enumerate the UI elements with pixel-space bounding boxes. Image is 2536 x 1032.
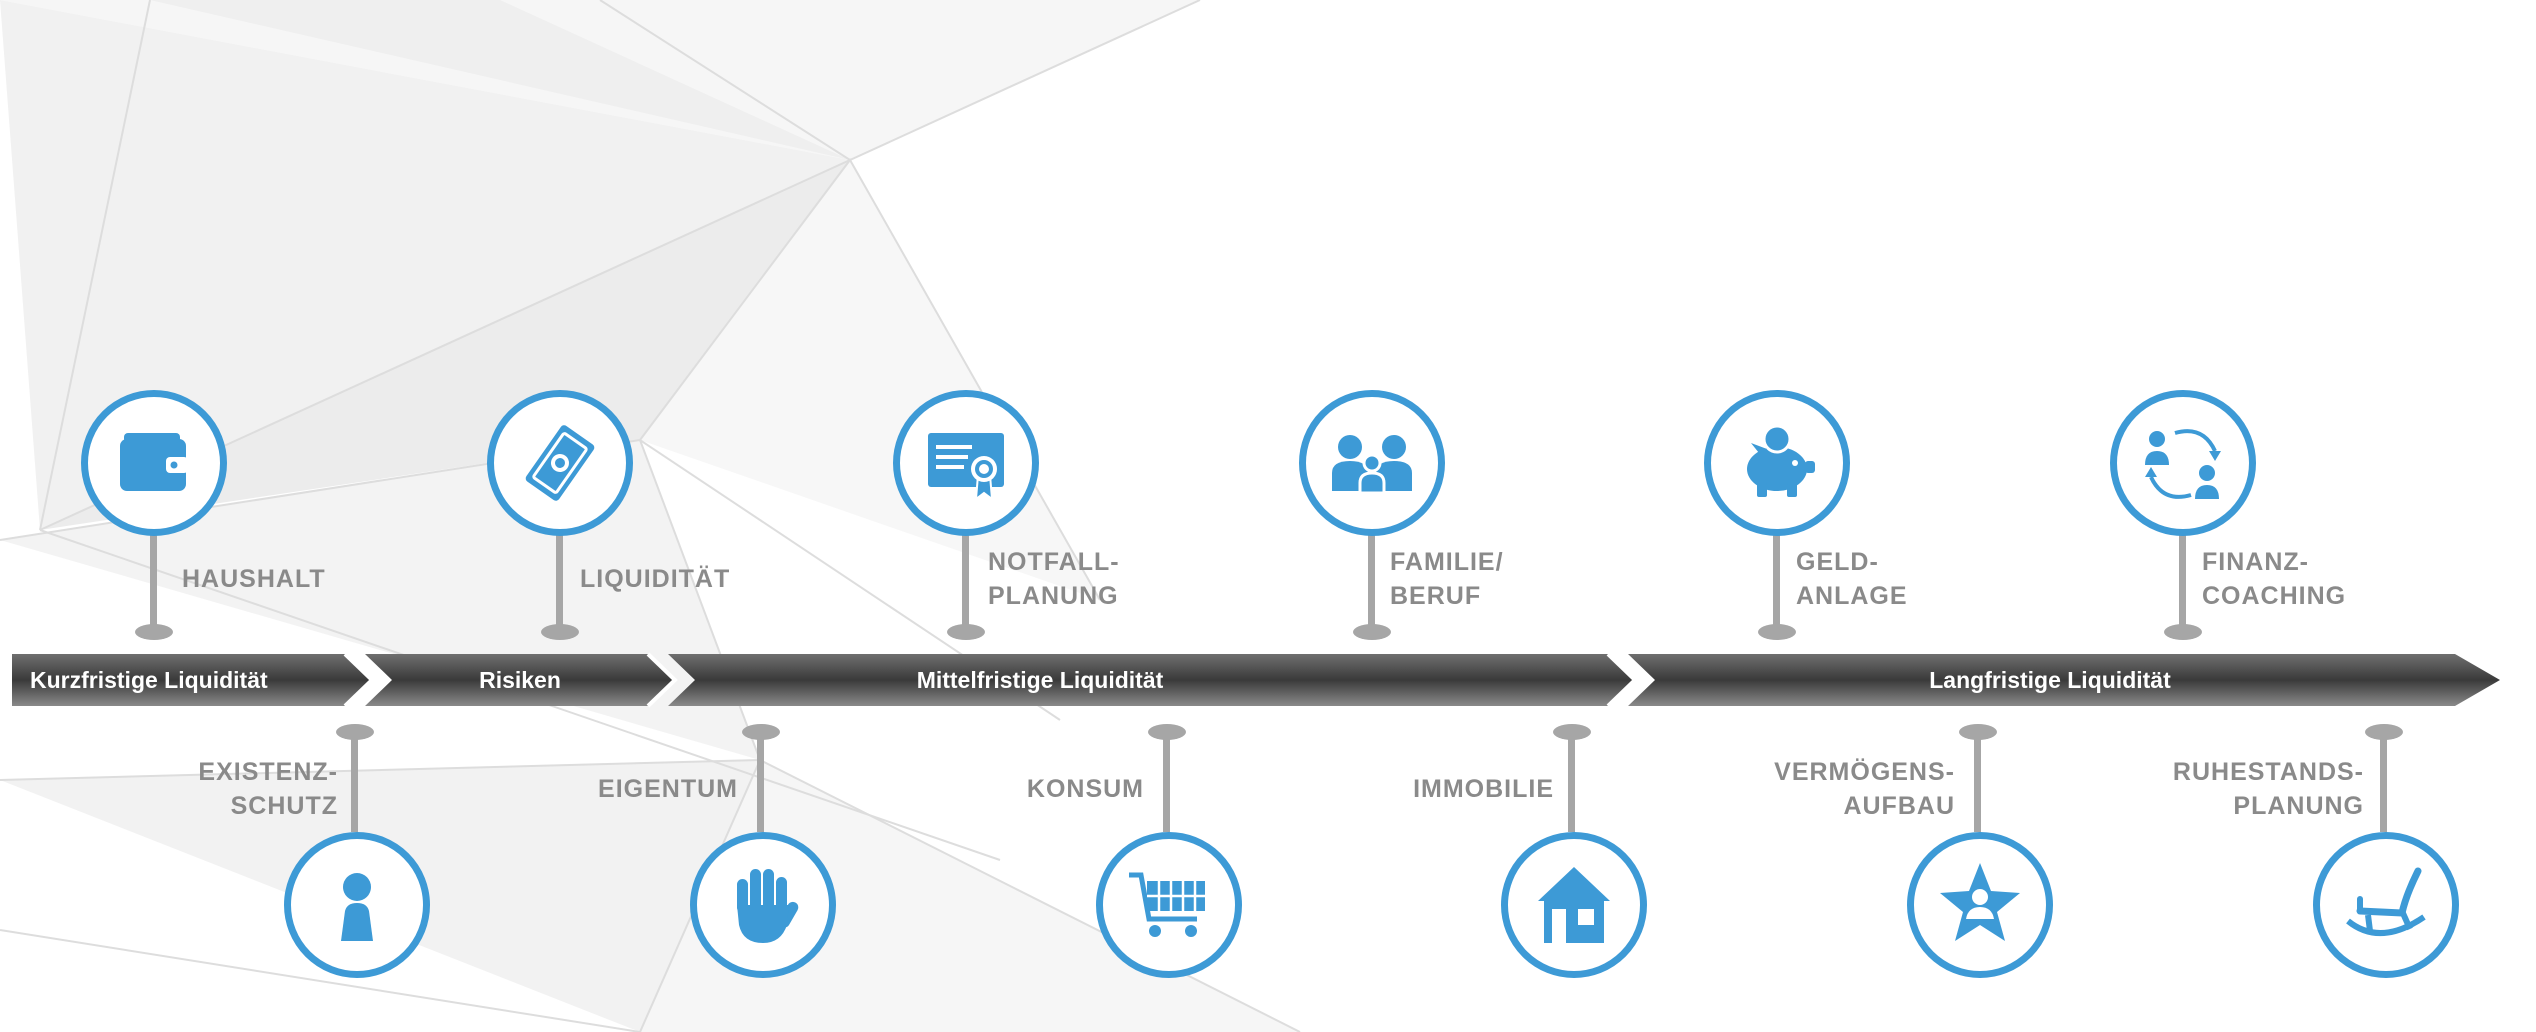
phase-segment-mid <box>668 654 1635 706</box>
item-label-liquiditaet: LIQUIDITÄT <box>580 565 731 593</box>
bottom-stem <box>2380 732 2387 832</box>
bottom-stem <box>757 732 764 832</box>
top-stem-foot <box>135 624 173 640</box>
phase-label-risk: Risiken <box>479 667 561 693</box>
item-label-notfallplanung: NOTFALL-PLANUNG <box>988 548 1120 610</box>
top-stem-foot <box>1353 624 1391 640</box>
item-label-konsum: KONSUM <box>1026 775 1144 803</box>
family-icon <box>1299 390 1445 536</box>
coaching-exchange-icon <box>2110 390 2256 536</box>
phase-label-short: Kurzfristige Liquidität <box>30 667 268 693</box>
top-stem <box>150 532 157 632</box>
phase-segment-long <box>1628 654 2500 706</box>
top-stem <box>962 532 969 632</box>
hand-icon <box>690 832 836 978</box>
piggy-bank-icon <box>1704 390 1850 536</box>
item-label-familie-beruf: FAMILIE/BERUF <box>1390 548 1504 610</box>
top-stem <box>1368 532 1375 632</box>
timeline-band <box>12 652 2500 708</box>
person-icon <box>284 832 430 978</box>
bottom-stem <box>1163 732 1170 832</box>
banknote-icon <box>487 390 633 536</box>
top-stem-foot <box>2164 624 2202 640</box>
certificate-icon <box>893 390 1039 536</box>
item-label-finanzcoaching: FINANZ-COACHING <box>2202 548 2347 610</box>
bottom-stem <box>1568 732 1575 832</box>
phase-label-mid: Mittelfristige Liquidität <box>916 667 1164 693</box>
top-stem <box>2179 532 2186 632</box>
wallet-icon <box>81 390 227 536</box>
item-label-existenzschutz: EXISTENZ-SCHUTZ <box>198 758 338 820</box>
top-stem <box>1773 532 1780 632</box>
top-stem-foot <box>541 624 579 640</box>
top-stem <box>556 532 563 632</box>
rocking-chair-icon <box>2313 832 2459 978</box>
item-label-immobilie: IMMOBILIE <box>1413 775 1554 803</box>
item-label-eigentum: EIGENTUM <box>598 775 738 803</box>
phase-segment-short <box>12 654 372 706</box>
phase-segment-risk <box>365 654 675 706</box>
item-label-geldanlage: GELD-ANLAGE <box>1796 548 1908 610</box>
star-person-icon <box>1907 832 2053 978</box>
item-label-haushalt: HAUSHALT <box>182 565 326 593</box>
bottom-stem <box>351 732 358 832</box>
shopping-cart-icon <box>1096 832 1242 978</box>
house-icon <box>1501 832 1647 978</box>
phase-label-long: Langfristige Liquidität <box>1929 667 2171 693</box>
item-label-ruhestandsplanung: RUHESTANDS-PLANUNG <box>2172 758 2364 820</box>
top-stem-foot <box>947 624 985 640</box>
top-stem-foot <box>1758 624 1796 640</box>
item-label-vermoegensaufbau: VERMÖGENS-AUFBAU <box>1774 758 1955 820</box>
bottom-stem <box>1974 732 1981 832</box>
